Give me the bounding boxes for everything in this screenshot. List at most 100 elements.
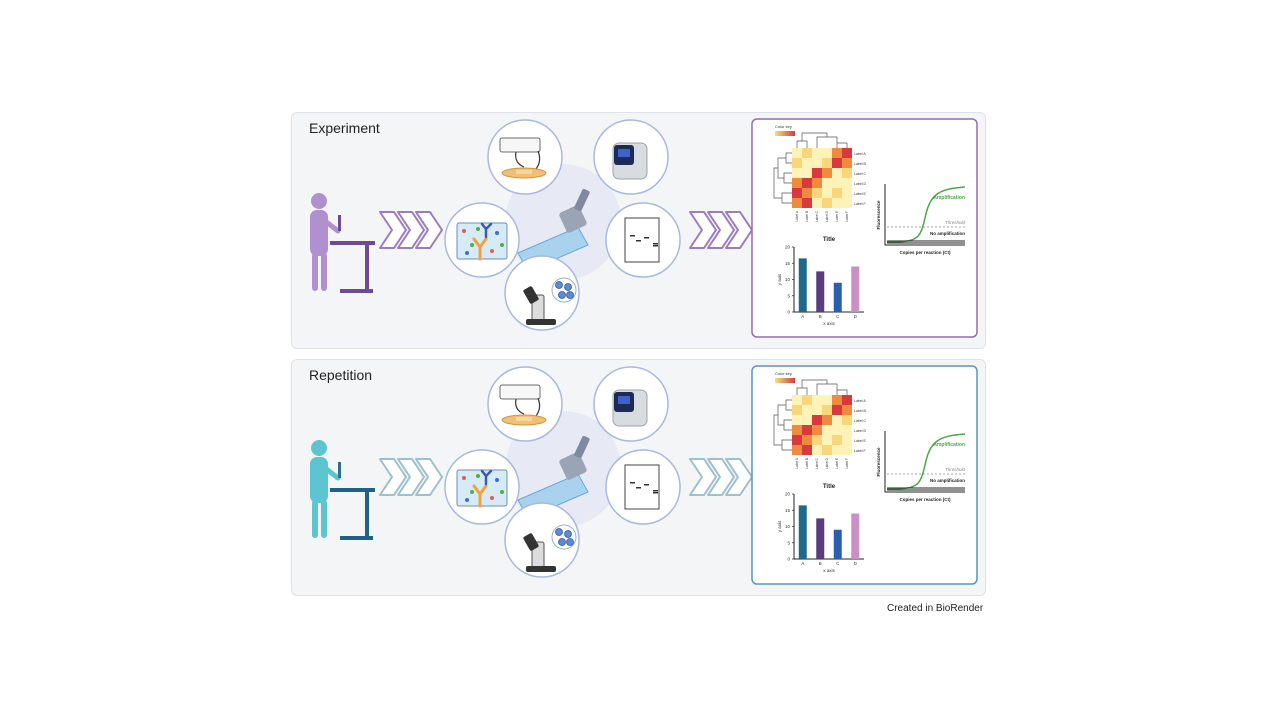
heatmap-col-label: Label D bbox=[825, 457, 829, 469]
scientist-arm bbox=[322, 465, 341, 481]
western-blot-icon bbox=[624, 464, 660, 510]
molecule-dot bbox=[462, 476, 466, 480]
scientist-leg bbox=[321, 500, 327, 538]
heatmap-row-label: Label E bbox=[854, 439, 867, 443]
cell-icon bbox=[558, 538, 566, 546]
bench-top bbox=[330, 241, 375, 245]
heatmap-cell bbox=[802, 188, 812, 198]
electrophoresis-circle bbox=[487, 119, 563, 195]
heatmap-cell bbox=[792, 158, 802, 168]
heatmap-cell bbox=[792, 445, 802, 455]
chevron-arrow-icon bbox=[707, 211, 735, 249]
heatmap-cell bbox=[802, 198, 812, 208]
molecule-dot bbox=[476, 227, 480, 231]
color-key-label: Color key bbox=[775, 124, 792, 129]
heatmap-cell bbox=[802, 445, 812, 455]
amplification-label: Amplification bbox=[933, 442, 965, 448]
bar-d bbox=[851, 266, 860, 312]
heatmap-cell bbox=[812, 435, 822, 445]
heatmap-cell bbox=[822, 395, 832, 405]
assay-tank bbox=[456, 222, 508, 260]
heatmap-row-label: Label B bbox=[854, 409, 867, 413]
assay-tank bbox=[456, 469, 508, 507]
heatmap-row-label: Label D bbox=[854, 182, 867, 186]
cell-icon bbox=[555, 528, 563, 536]
heatmap-cell bbox=[812, 395, 822, 405]
qpcr-machine-icon bbox=[612, 142, 648, 180]
chevron-arrow-icon bbox=[707, 458, 735, 496]
arrow-chevrons-right bbox=[689, 458, 753, 496]
heatmap-cell bbox=[812, 425, 822, 435]
scientist-leg bbox=[312, 253, 318, 291]
bar-c bbox=[833, 282, 842, 312]
heatmap-cell bbox=[812, 168, 822, 178]
heatmap-col-label: Label F bbox=[845, 211, 849, 222]
scientist-icon bbox=[310, 193, 341, 291]
chevron-arrow-icon bbox=[725, 458, 753, 496]
blot-membrane bbox=[624, 464, 660, 510]
chevron-arrow-icon bbox=[379, 211, 407, 249]
heatmap-cell bbox=[822, 178, 832, 188]
heatmap-cell bbox=[832, 445, 842, 455]
heatmap-cell bbox=[792, 178, 802, 188]
molecule-dot bbox=[470, 490, 474, 494]
heatmap-cell bbox=[812, 148, 822, 158]
molecule-dot bbox=[500, 243, 504, 247]
cell-icon bbox=[566, 291, 574, 299]
heatmap-cell bbox=[792, 415, 802, 425]
heatmap-cell bbox=[802, 415, 812, 425]
heatmap-row-label: Label F bbox=[854, 202, 866, 206]
molecule-dot bbox=[462, 229, 466, 233]
heatmap-cell bbox=[832, 405, 842, 415]
heatmap-cell bbox=[842, 445, 852, 455]
cell-icon bbox=[564, 530, 572, 538]
heatmap-title: Title bbox=[823, 237, 836, 243]
power-supply bbox=[499, 137, 541, 153]
heatmap-row-label: Label A bbox=[854, 152, 866, 156]
blot-band bbox=[653, 492, 658, 494]
scientist-icon bbox=[310, 440, 341, 538]
power-supply-icon bbox=[499, 137, 547, 179]
arrow-chevrons-left bbox=[379, 211, 443, 249]
dendrogram-left bbox=[773, 399, 792, 451]
heatmap-cell bbox=[792, 425, 802, 435]
heatmap-col-label: Label B bbox=[805, 458, 809, 469]
heatmap-col-label: Label E bbox=[835, 458, 839, 469]
y-tick-label: 15 bbox=[785, 508, 791, 513]
bench-leg bbox=[365, 488, 369, 540]
blot-band bbox=[653, 245, 658, 247]
chevron-arrow-icon bbox=[397, 211, 425, 249]
bar-xlabel: x axis bbox=[823, 321, 835, 326]
x-tick-label: B bbox=[819, 314, 822, 319]
heatmap-cell bbox=[842, 148, 852, 158]
color-key-gradient bbox=[775, 378, 795, 383]
y-tick-label: 15 bbox=[785, 261, 791, 266]
bar-ylabel: y axis bbox=[777, 273, 782, 285]
scientist-arm bbox=[322, 218, 341, 234]
dendrogram-left bbox=[773, 152, 792, 204]
molecule-dot bbox=[490, 496, 494, 500]
blot-band bbox=[630, 235, 635, 237]
heatmap-row-label: Label E bbox=[854, 192, 867, 196]
heatmap-col-label: Label F bbox=[845, 458, 849, 469]
heatmap-cell bbox=[842, 198, 852, 208]
power-supply-icon bbox=[499, 384, 547, 426]
x-tick-label: A bbox=[801, 561, 804, 566]
cell-icon bbox=[564, 283, 572, 291]
heatmap-cell bbox=[832, 148, 842, 158]
western-blot-icon bbox=[624, 217, 660, 263]
y-tick-label: 0 bbox=[787, 557, 790, 562]
cell-icon bbox=[555, 281, 563, 289]
pipette-body bbox=[559, 205, 587, 233]
arrow-chevrons-right bbox=[689, 211, 753, 249]
heatmap-cell bbox=[792, 148, 802, 158]
molecule-dot bbox=[490, 249, 494, 253]
heatmap-cell bbox=[832, 178, 842, 188]
microscope-circle bbox=[504, 502, 580, 578]
antibody-icon bbox=[480, 469, 493, 486]
heatmap-cell bbox=[812, 415, 822, 425]
microscope-base bbox=[526, 566, 556, 572]
heatmap-cell bbox=[792, 188, 802, 198]
